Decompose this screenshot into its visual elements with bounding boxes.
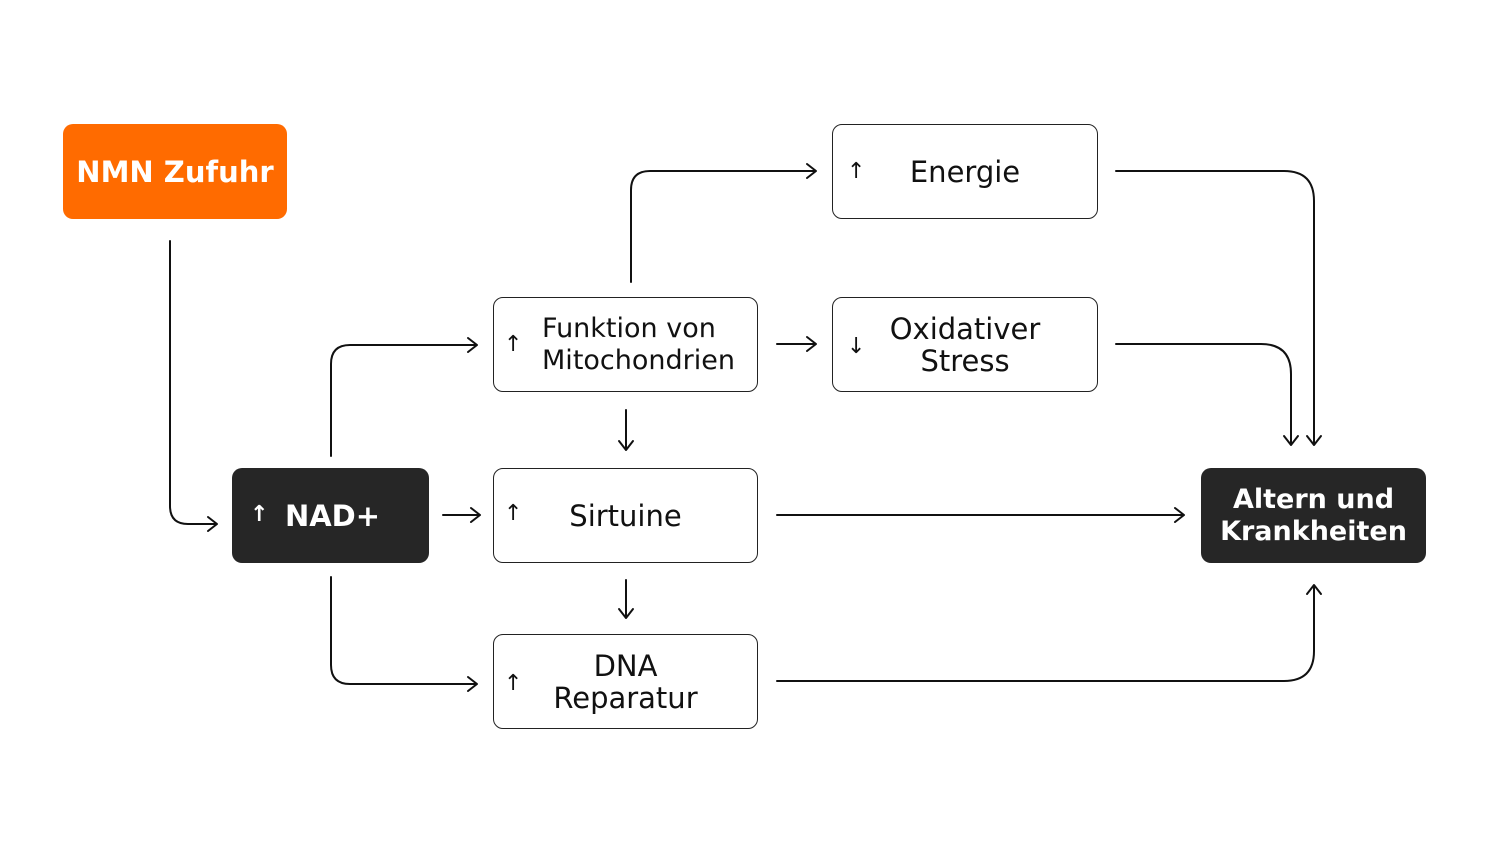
- node-label: Funktion von Mitochondrien: [542, 312, 735, 376]
- node-nmn-zufuhr: NMN Zufuhr: [63, 124, 287, 219]
- edge-nmn-nad: [169, 240, 217, 525]
- arrowhead-nad-sirtuine: [470, 507, 481, 523]
- arrowhead-energie-altern: [1306, 435, 1322, 446]
- up-arrow-icon: ↑: [250, 502, 269, 527]
- node-sirtuine: ↑ Sirtuine: [493, 468, 758, 563]
- node-dna-reparatur: ↑ DNA Reparatur: [493, 634, 758, 729]
- node-energie: ↑ Energie: [832, 124, 1098, 219]
- up-arrow-icon: ↑: [504, 332, 523, 357]
- node-label: NMN Zufuhr: [76, 154, 274, 189]
- node-label: Altern und Krankheiten: [1220, 483, 1407, 547]
- arrowhead-sirtuine-altern: [1174, 507, 1185, 523]
- up-arrow-icon: ↑: [504, 671, 523, 696]
- edge-energie-altern: [1115, 170, 1315, 445]
- node-label: DNA Reparatur: [553, 648, 698, 715]
- arrowhead-mito-sirtuine: [618, 440, 634, 451]
- node-label: Energie: [909, 154, 1021, 189]
- node-label: Oxidativer Stress: [889, 311, 1041, 378]
- arrowhead-nad-dna: [467, 676, 478, 692]
- arrowhead-sirtuine-dna: [618, 608, 634, 619]
- node-altern-krankheiten: Altern und Krankheiten: [1201, 468, 1426, 563]
- arrowhead-dna-altern: [1306, 584, 1322, 595]
- arrowhead-nad-mito: [467, 337, 478, 353]
- node-label: NAD+: [284, 498, 381, 533]
- arrowhead-oxidativ-altern: [1283, 435, 1299, 446]
- up-arrow-icon: ↑: [504, 501, 523, 526]
- edge-dna-altern: [776, 585, 1315, 682]
- node-nad: ↑ NAD+: [232, 468, 429, 563]
- up-arrow-icon: ↑: [847, 159, 866, 184]
- edge-mito-energie: [630, 170, 816, 283]
- edge-oxidativ-altern: [1115, 343, 1292, 445]
- arrowhead-nmn-nad: [207, 516, 218, 532]
- edge-nad-dna: [330, 576, 477, 685]
- arrowhead-mito-oxidativ: [806, 336, 817, 352]
- arrowhead-mito-energie: [806, 163, 817, 179]
- node-oxidativer-stress: ↓ Oxidativer Stress: [832, 297, 1098, 392]
- node-mitochondrien: ↑ Funktion von Mitochondrien: [493, 297, 758, 392]
- node-label: Sirtuine: [569, 498, 682, 533]
- down-arrow-icon: ↓: [847, 334, 866, 359]
- edge-nad-mito: [330, 344, 477, 457]
